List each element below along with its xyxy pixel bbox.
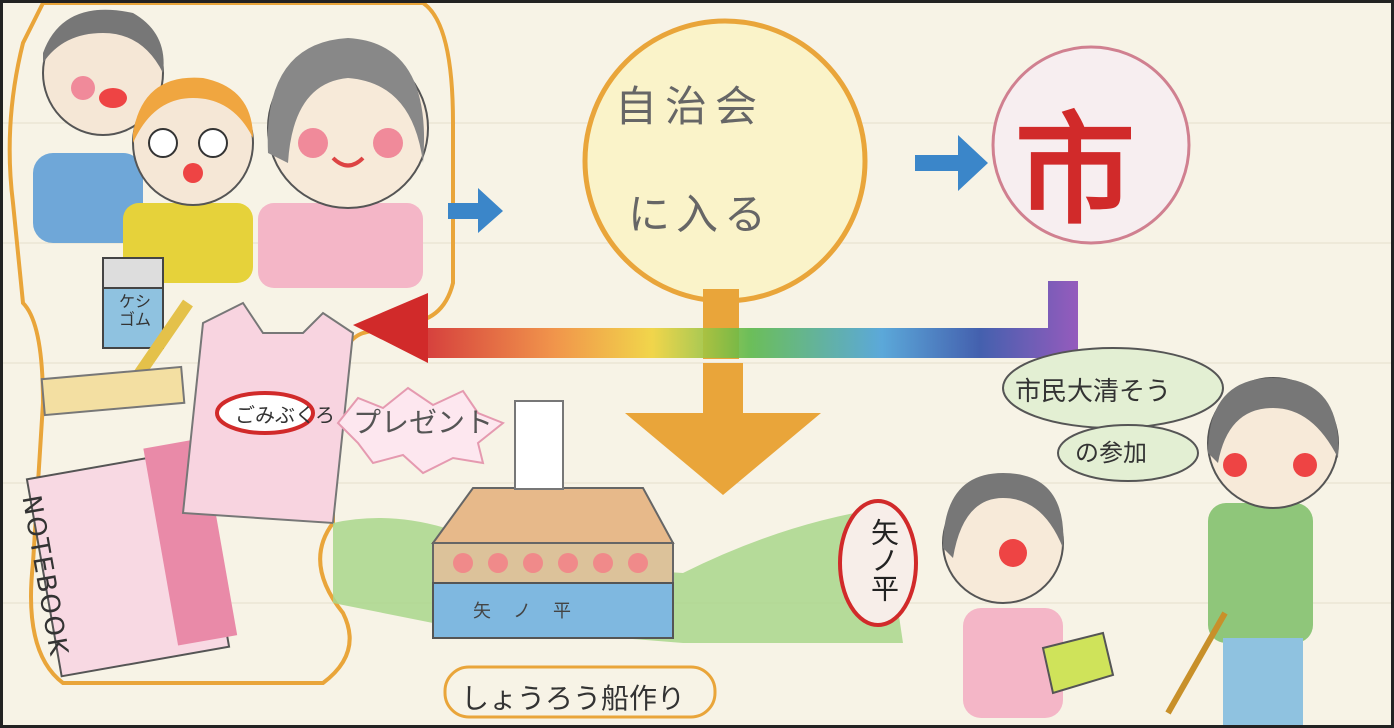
kid-kneeling [942, 473, 1115, 718]
girl-figure-blonde [123, 77, 254, 283]
present-label: プレゼント [353, 406, 494, 439]
cleanup-label-line2: の参加 [1075, 439, 1147, 467]
arrow-to-jichikai [448, 188, 503, 233]
arrow-to-city [915, 135, 988, 191]
lantern-boat-label: しょうろう船作り [461, 682, 686, 715]
city-circle [991, 45, 1191, 245]
cleanup-bubble-2 [1057, 424, 1199, 482]
eraser [102, 257, 164, 349]
cleanup-label-line1: 市民大清そう [1015, 377, 1172, 407]
yahei-label: 矢ノ平 [867, 518, 900, 602]
ruler [40, 365, 186, 417]
yahei-oval [838, 499, 918, 627]
lantern-boat [431, 400, 675, 639]
rainbow-arrow-head [353, 293, 428, 363]
rainbow-return-arrow [423, 281, 1078, 358]
garbage-bag [181, 301, 355, 525]
jichikai-label-line2: に入る [628, 190, 773, 239]
down-arrow [625, 289, 821, 495]
group-frame [7, 3, 455, 685]
notebook [25, 438, 238, 678]
lantern-boat-label-box [443, 665, 717, 719]
eraser-label: ケシゴム [118, 292, 151, 329]
kid-with-broom [1165, 377, 1339, 725]
garbage-bag-label: ごみぶくろ [235, 403, 335, 427]
city-label: 市 [1015, 102, 1135, 241]
present-burst [336, 386, 505, 475]
drawing [3, 3, 1391, 725]
jichikai-circle [582, 18, 868, 304]
jichikai-label-line1: 自治会 [615, 82, 766, 131]
girl-figure-front [258, 38, 429, 288]
boat-text: 矢ノ平 [473, 601, 593, 622]
boy-figure [33, 9, 164, 243]
